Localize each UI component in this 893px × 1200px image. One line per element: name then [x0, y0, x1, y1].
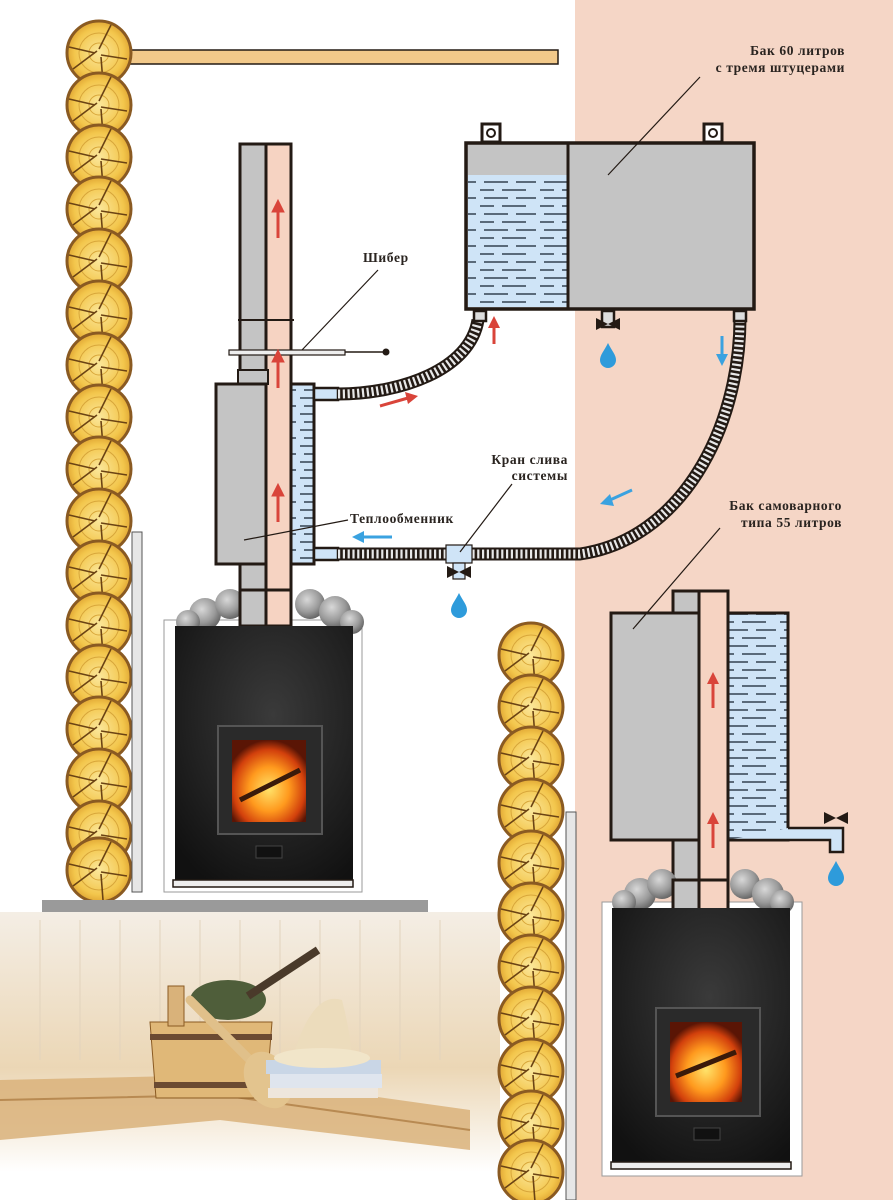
tank-60-liters — [464, 122, 756, 330]
label-tank60-line2: с тремя штуцерами — [716, 60, 845, 75]
flue-channel-right — [697, 589, 730, 913]
heat-exchanger-casing — [214, 382, 268, 566]
ceiling-beam — [129, 49, 559, 65]
label-drain-valve-line1: Кран слива — [491, 452, 568, 467]
log-wall-right — [497, 621, 565, 1200]
cold-inlet-fitting — [312, 546, 340, 562]
label-drain-valve-line2: системы — [512, 468, 568, 483]
leader-lines — [243, 76, 721, 630]
label-tank60-line1: Бак 60 литров — [750, 43, 845, 58]
hot-flow-arrow-up — [488, 316, 500, 344]
stove-left — [163, 588, 364, 893]
label-heat-exchanger: Теплообменник — [350, 511, 454, 526]
drain-valve[interactable] — [445, 544, 473, 580]
chimney-casing — [238, 142, 268, 386]
label-samovar-tank-line2: типа 55 литров — [741, 515, 842, 530]
hot-flow-arrows-flue — [271, 198, 285, 522]
log-wall-left — [65, 19, 133, 904]
label-samovar-tank-line1: Бак самоварного — [729, 498, 842, 513]
hot-flow-arrows-right — [707, 672, 719, 848]
hot-flow-arrow-hose — [379, 392, 418, 408]
insulation-strip-left — [131, 531, 143, 893]
insulation-strip-right — [565, 811, 577, 1200]
damper[interactable] — [228, 348, 390, 356]
sauna-accessories-photo — [0, 912, 500, 1172]
cold-flow-arrow-mid — [600, 488, 633, 506]
hot-outlet-fitting — [312, 386, 340, 402]
heat-exchanger-water — [289, 382, 316, 566]
label-damper: Шибер — [363, 250, 409, 265]
floor-slab — [42, 900, 428, 912]
cold-flow-arrow-down — [716, 336, 728, 366]
cold-flow-arrow-left — [352, 531, 392, 543]
stove-right — [601, 869, 803, 1177]
